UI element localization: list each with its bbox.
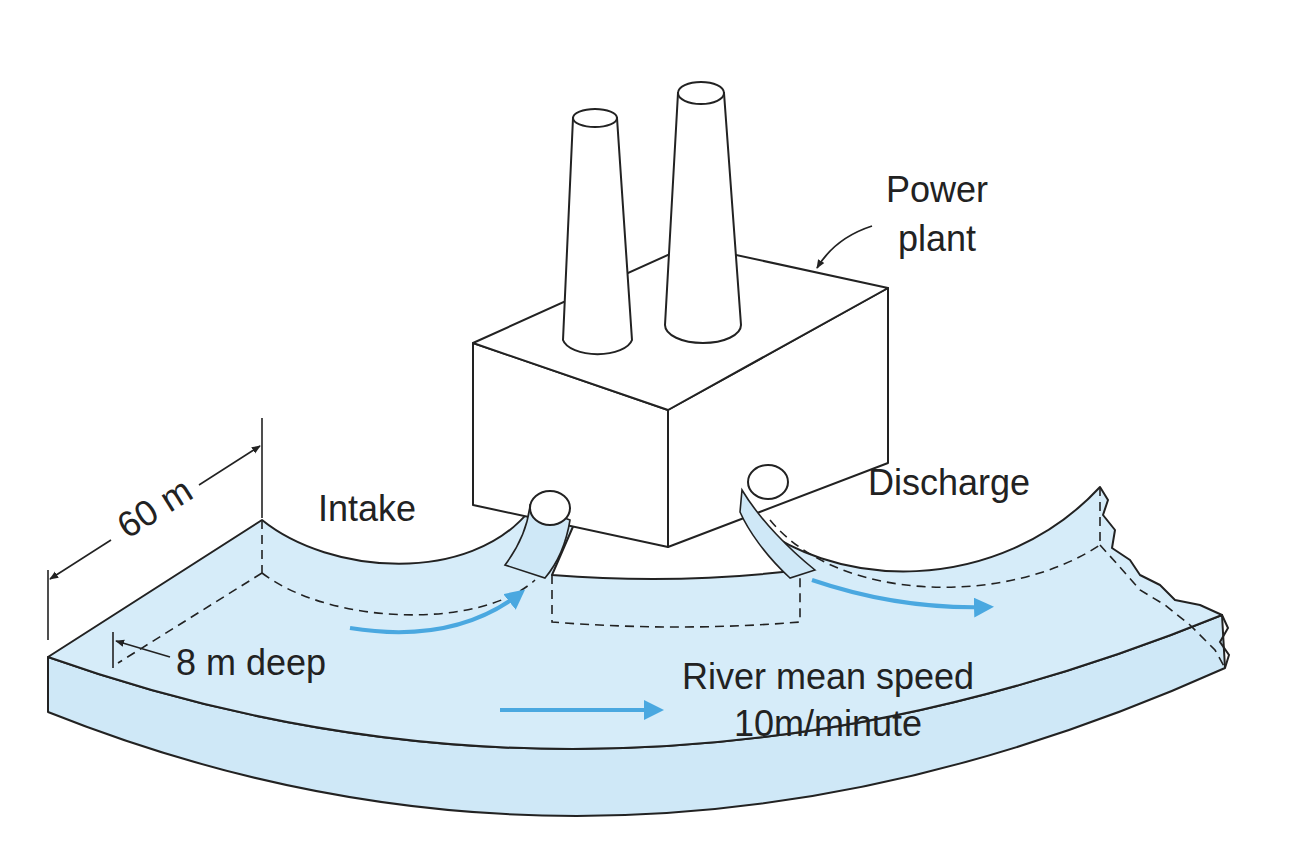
hidden-edge xyxy=(1099,487,1101,545)
leader-line xyxy=(116,641,170,657)
diagram-label: Discharge xyxy=(868,460,1030,507)
river-flow-arrow xyxy=(500,708,660,712)
discharge-pipe xyxy=(740,490,815,578)
hidden-edge xyxy=(770,520,1100,587)
leader-line xyxy=(817,226,872,268)
diagram-label: Intake xyxy=(318,486,416,533)
intake-mouth xyxy=(530,491,570,525)
extension-line xyxy=(47,570,49,640)
discharge-flow-arrow xyxy=(812,580,990,607)
smokestack xyxy=(665,93,741,343)
depth-line xyxy=(112,632,114,668)
diagram-label: Power plant xyxy=(862,166,1012,263)
smokestack-top xyxy=(678,82,724,104)
discharge-mouth xyxy=(748,465,788,499)
smokestack xyxy=(563,118,632,354)
dimension-line xyxy=(50,540,111,579)
hidden-edge xyxy=(1100,545,1225,668)
extension-line xyxy=(261,418,263,518)
hidden-edge xyxy=(552,570,800,627)
smokestack-top xyxy=(573,109,617,127)
diagram-label: River mean speed 10m/minute xyxy=(648,654,1008,748)
dimension-line xyxy=(199,446,260,485)
diagram-label: 60 m xyxy=(102,463,208,554)
diagram-label: 8 m deep xyxy=(176,640,326,687)
intake-flow-arrow xyxy=(350,592,522,632)
hidden-edge xyxy=(261,520,263,573)
